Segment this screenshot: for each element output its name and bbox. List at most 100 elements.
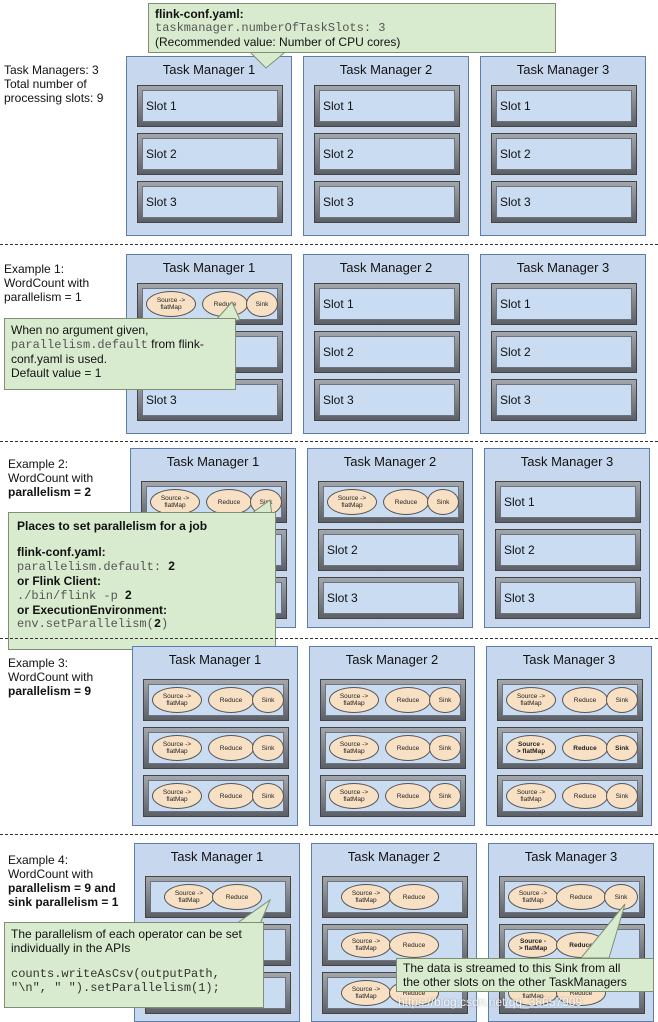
task-manager-title: Task Manager 2 — [345, 652, 439, 667]
operator-source-flatmap: Source -> flatMap — [341, 980, 391, 1006]
slot-label: Slot 3 — [323, 393, 354, 407]
slot-label: Slot 1 — [146, 99, 177, 113]
operator-source-flatmap: Source -> flatMap — [508, 932, 558, 958]
slot: Source -> flatMap Reduce — [322, 876, 468, 918]
operator-sink: Sink — [606, 687, 638, 713]
slot: Source -> flatMap Reduce Sink — [143, 775, 289, 817]
slot: Source -> flatMap Reduce Sink — [320, 679, 466, 721]
slot: Slot 2 — [314, 133, 460, 175]
slot: Source -> flatMap Reduce Sink — [320, 727, 466, 769]
s1-task-manager-2: Task Manager 2 Slot 1 Slot 2 Slot 3 — [303, 254, 469, 434]
sink-note: The data is streamed to this Sink from a… — [396, 958, 654, 992]
operator-source-flatmap: Source -> flatMap — [341, 932, 391, 958]
operator-source-flatmap: Source -> flatMap — [327, 489, 377, 515]
slot-label: Slot 1 — [323, 297, 354, 311]
operator-reduce: Reduce — [208, 735, 254, 761]
operator-sink: Sink — [252, 735, 284, 761]
operator-reduce: Reduce — [389, 932, 439, 958]
operator-source-flatmap: Source -> flatMap — [152, 735, 202, 761]
slot-label: Slot 2 — [500, 345, 531, 359]
slot-label: Slot 1 — [323, 99, 354, 113]
slot: Slot 3 — [137, 181, 283, 223]
operator-sink: Sink — [429, 783, 461, 809]
slot: Slot 1 — [491, 85, 637, 127]
slot: Slot 1 — [137, 85, 283, 127]
operator-source-flatmap: Source -> flatMap — [506, 783, 556, 809]
config-note-code: taskmanager.numberOfTaskSlots: 3 — [155, 21, 386, 35]
separator — [0, 244, 658, 245]
s3-task-manager-3: Task Manager 3 Source -> flatMap Reduce … — [486, 646, 652, 826]
operator-sink: Sink — [606, 735, 638, 761]
slot-label: Slot 1 — [500, 297, 531, 311]
task-manager-title: Task Manager 2 — [339, 62, 433, 77]
slot: Source -> flatMap Reduce Sink — [143, 679, 289, 721]
operator-reduce: Reduce — [383, 489, 429, 515]
slot-label: Slot 3 — [327, 591, 358, 605]
separator — [0, 834, 658, 835]
task-manager-title: Task Manager 3 — [516, 260, 610, 275]
slot: Source -> flatMap Reduce Sink — [318, 481, 464, 523]
slot: Slot 2 — [491, 331, 637, 373]
operator-source-flatmap: Source -> flatMap — [152, 687, 202, 713]
slot-label: Slot 2 — [327, 543, 358, 557]
operator-source-flatmap: Source -> flatMap — [508, 884, 558, 910]
slot-label: Slot 1 — [504, 495, 535, 509]
slot-label: Slot 2 — [323, 147, 354, 161]
task-manager-title: Task Manager 2 — [339, 260, 433, 275]
config-note: flink-conf.yaml: taskmanager.numberOfTas… — [148, 3, 556, 53]
operator-source-flatmap: Source -> flatMap — [329, 735, 379, 761]
task-manager-title: Task Manager 1 — [162, 260, 256, 275]
separator — [0, 441, 658, 442]
operator-reduce: Reduce — [212, 884, 262, 910]
example-4-description: Example 4: WordCount with parallelism = … — [8, 853, 119, 909]
example-1-description: Example 1: WordCount with parallelism = … — [4, 262, 90, 304]
s0-task-manager-1: Task Manager 1 Slot 1 Slot 2 Slot 3 — [126, 56, 292, 236]
places-to-set-parallelism-note: Places to set parallelism for a job flin… — [8, 512, 276, 650]
operator-source-flatmap: Source -> flatMap — [146, 291, 196, 317]
s0-task-manager-3: Task Manager 3 Slot 1 Slot 2 Slot 3 — [480, 56, 646, 236]
config-note-recommendation: (Recommended value: Number of CPU cores) — [155, 35, 401, 49]
slot-label: Slot 3 — [500, 393, 531, 407]
operator-reduce: Reduce — [556, 884, 606, 910]
slot: Slot 3 — [491, 379, 637, 421]
operator-reduce: Reduce — [202, 291, 248, 317]
example-3-description: Example 3: WordCount with parallelism = … — [8, 656, 94, 698]
s4-task-manager-2: Task Manager 2 Source -> flatMap Reduce … — [311, 843, 477, 1022]
slot-label: Slot 2 — [146, 147, 177, 161]
slot: Source -> flatMap Reduce Sink — [141, 481, 287, 523]
slot: Source -> flatMap Reduce — [145, 876, 291, 918]
operator-reduce: Reduce — [385, 735, 431, 761]
operator-sink: Sink — [606, 783, 638, 809]
operator-source-flatmap: Source -> flatMap — [329, 783, 379, 809]
slot: Slot 3 — [318, 577, 464, 619]
slot: Slot 3 — [495, 577, 641, 619]
slot: Slot 3 — [314, 379, 460, 421]
slot-label: Slot 3 — [504, 591, 535, 605]
s2-task-manager-3: Task Manager 3 Slot 1 Slot 2 Slot 3 — [484, 448, 650, 628]
slot: Slot 2 — [491, 133, 637, 175]
sink-note-pointer — [579, 903, 626, 959]
slot-label: Slot 3 — [323, 195, 354, 209]
operator-source-flatmap: Source -> flatMap — [506, 735, 556, 761]
operator-sink: Sink — [246, 291, 278, 317]
slot-label: Slot 1 — [500, 99, 531, 113]
slot: Source -> flatMap Reduce Sink — [497, 679, 643, 721]
s3-task-manager-2: Task Manager 2 Source -> flatMap Reduce … — [309, 646, 475, 826]
slot: Source -> flatMap Reduce Sink — [320, 775, 466, 817]
slot: Slot 1 — [491, 283, 637, 325]
s0-task-manager-2: Task Manager 2 Slot 1 Slot 2 Slot 3 — [303, 56, 469, 236]
slot: Slot 2 — [318, 529, 464, 571]
slot: Slot 3 — [491, 181, 637, 223]
task-manager-title: Task Manager 1 — [168, 652, 262, 667]
operator-source-flatmap: Source -> flatMap — [164, 884, 214, 910]
operator-reduce: Reduce — [208, 783, 254, 809]
s3-task-manager-1: Task Manager 1 Source -> flatMap Reduce … — [132, 646, 298, 826]
separator — [0, 638, 658, 639]
slot: Slot 1 — [314, 85, 460, 127]
operator-source-flatmap: Source -> flatMap — [329, 687, 379, 713]
task-manager-title: Task Manager 3 — [516, 62, 610, 77]
slot: Slot 2 — [495, 529, 641, 571]
slot: Slot 2 — [137, 133, 283, 175]
task-manager-title: Task Manager 2 — [343, 454, 437, 469]
task-manager-title: Task Manager 2 — [347, 849, 441, 864]
